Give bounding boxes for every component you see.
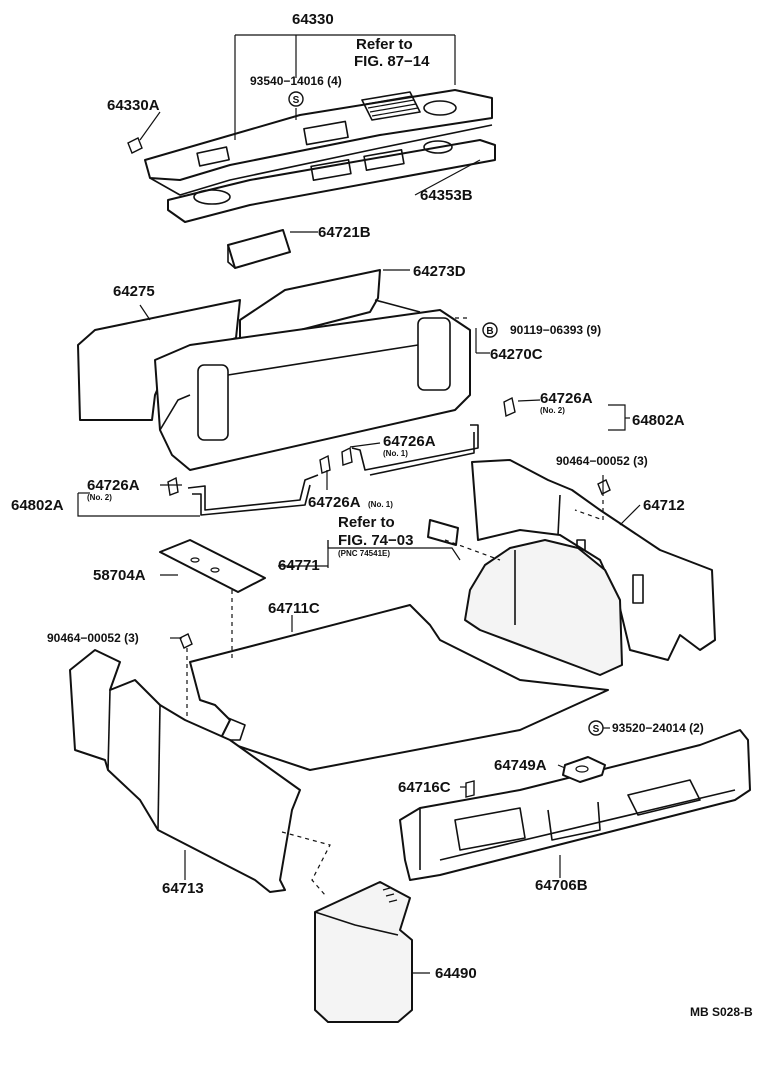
label-no2-left: (No. 2) bbox=[87, 493, 112, 502]
svg-text:S: S bbox=[593, 724, 600, 735]
label-64802A-right: 64802A bbox=[632, 412, 685, 429]
label-64275: 64275 bbox=[113, 283, 155, 300]
wire-bracket-64802A-right bbox=[351, 424, 479, 476]
clip-64330A bbox=[127, 137, 143, 154]
panel-64270C bbox=[154, 299, 471, 471]
clip-64726A-left bbox=[167, 476, 179, 496]
figure-code: MB S028-B bbox=[690, 1005, 753, 1019]
wire-bracket-64802A-left bbox=[187, 474, 319, 516]
pad-64721B bbox=[227, 229, 291, 269]
label-64726A-bottom: 64726A bbox=[308, 494, 361, 511]
label-64721B: 64721B bbox=[318, 224, 371, 241]
wheelhouse-cover-64771 bbox=[464, 539, 623, 676]
label-no1-mid: (No. 1) bbox=[383, 449, 408, 458]
clip-64716C bbox=[465, 780, 475, 798]
plate-58704A bbox=[159, 539, 266, 593]
label-64330A: 64330A bbox=[107, 97, 160, 114]
label-64490: 64490 bbox=[435, 965, 477, 982]
label-plate-ref bbox=[427, 519, 459, 546]
label-64726A-mid: 64726A bbox=[383, 433, 436, 450]
label-90119: 90119−06393 (9) bbox=[510, 323, 601, 337]
cover-64490 bbox=[314, 881, 413, 1023]
b-symbol: B bbox=[482, 322, 498, 338]
label-refer-to-2: Refer to bbox=[338, 514, 395, 531]
label-64711C: 64711C bbox=[268, 600, 320, 617]
label-64726A-right: 64726A bbox=[540, 390, 593, 407]
label-refer-to-1: Refer to bbox=[356, 36, 413, 53]
retainer-64749A bbox=[562, 756, 606, 783]
label-64713: 64713 bbox=[162, 880, 204, 897]
label-64353B: 64353B bbox=[420, 187, 473, 204]
label-64802A-left: 64802A bbox=[11, 497, 64, 514]
svg-text:B: B bbox=[486, 326, 493, 337]
s-symbol-bottom: S bbox=[588, 720, 604, 736]
label-64270C: 64270C bbox=[490, 346, 543, 363]
svg-text:S: S bbox=[293, 95, 300, 106]
label-64771: 64771 bbox=[278, 557, 320, 574]
clip-64726A-bottom bbox=[319, 454, 331, 474]
s-symbol-top: S bbox=[288, 91, 304, 107]
label-pnc: (PNC 74541E) bbox=[338, 549, 390, 558]
floor-mat-64711C bbox=[189, 604, 609, 771]
label-93520: 93520−24014 (2) bbox=[612, 721, 704, 735]
clip-90464-left bbox=[179, 633, 193, 649]
label-no1-bottom: (No. 1) bbox=[368, 500, 393, 509]
side-panel-64713 bbox=[69, 649, 301, 893]
label-64726A-left: 64726A bbox=[87, 477, 140, 494]
clip-64726A-right bbox=[503, 396, 516, 418]
label-64273D: 64273D bbox=[413, 263, 466, 280]
label-90464-right: 90464−00052 (3) bbox=[556, 454, 648, 468]
label-64749A: 64749A bbox=[494, 757, 547, 774]
label-64330: 64330 bbox=[292, 11, 334, 28]
label-64712: 64712 bbox=[643, 497, 685, 514]
label-90464-left: 90464−00052 (3) bbox=[47, 631, 139, 645]
label-64716C: 64716C bbox=[398, 779, 451, 796]
label-fig-74-03: FIG. 74−03 bbox=[338, 532, 413, 549]
label-58704A: 58704A bbox=[93, 567, 146, 584]
part-labels: 64330 Refer to FIG. 87−14 93540−14016 (4… bbox=[11, 11, 753, 1019]
leader-lines bbox=[77, 34, 641, 974]
bracket-64353B bbox=[167, 139, 496, 223]
label-64706B: 64706B bbox=[535, 877, 588, 894]
package-tray-64330 bbox=[144, 89, 493, 196]
label-fig-87-14: FIG. 87−14 bbox=[354, 53, 430, 70]
label-no2-right: (No. 2) bbox=[540, 406, 565, 415]
label-93540: 93540−14016 (4) bbox=[250, 74, 342, 88]
side-trim-64712 bbox=[471, 459, 716, 661]
rear-trim-64706B bbox=[399, 729, 751, 881]
clip-64726A-mid bbox=[341, 446, 353, 466]
clip-90464-right bbox=[597, 479, 611, 495]
